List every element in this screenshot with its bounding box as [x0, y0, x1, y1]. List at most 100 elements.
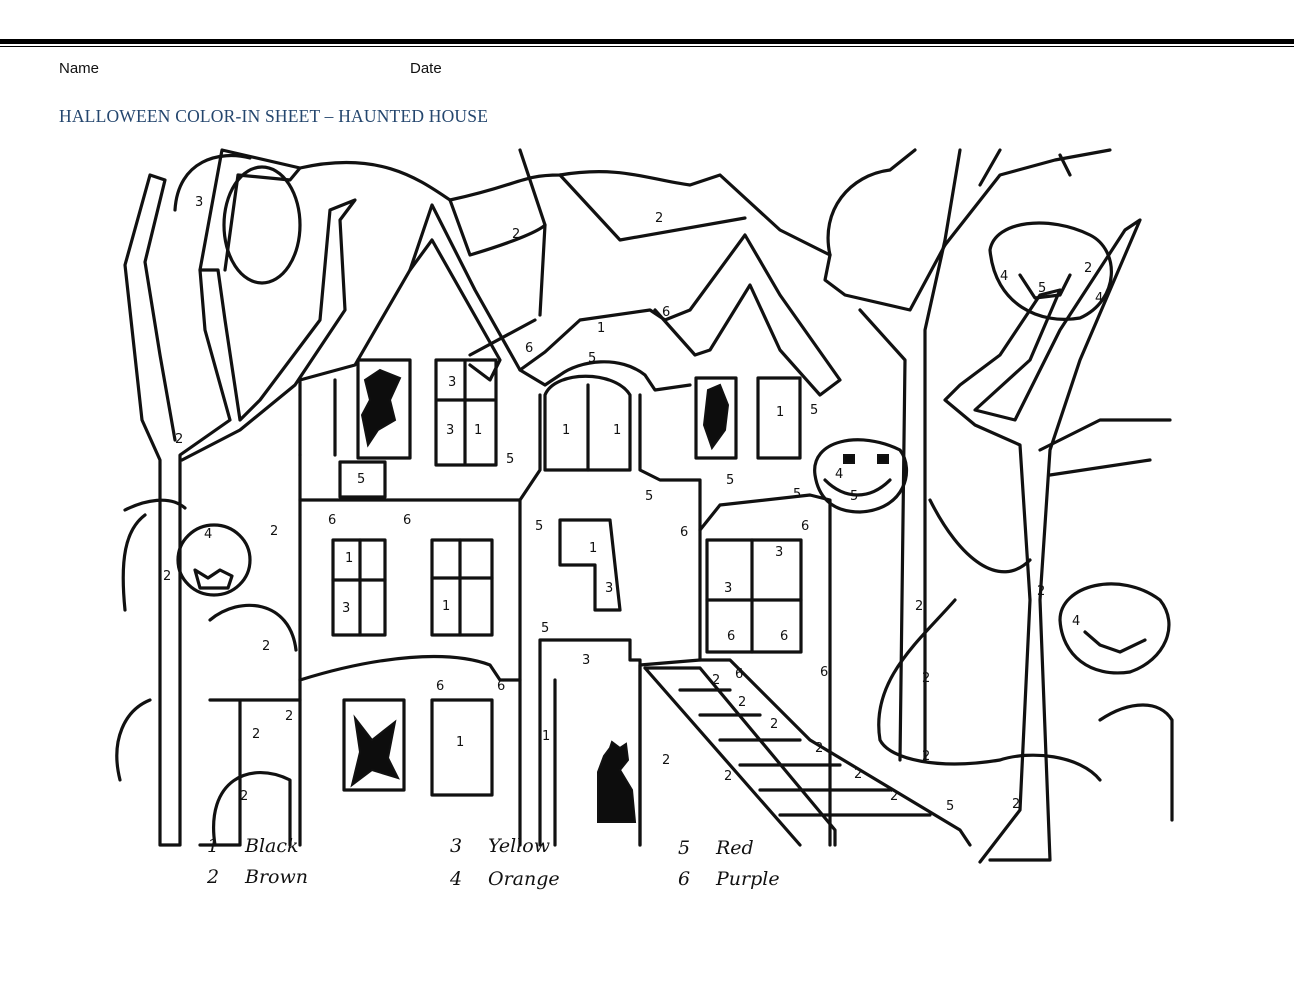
num-stair-3: 2: [770, 717, 778, 732]
key-color: Black: [245, 835, 299, 857]
key-color: Red: [716, 837, 754, 859]
num-arch-right: 1: [613, 423, 621, 438]
key-color: Yellow: [488, 835, 550, 857]
num-right-win-d: 3: [724, 581, 732, 596]
num-sky-1: 2: [512, 227, 520, 242]
key-number: 4: [450, 868, 463, 890]
num-stair-2: 2: [738, 695, 746, 710]
num-stair-6: 2: [854, 767, 862, 782]
key-number: 5: [678, 837, 691, 859]
sheet-title: HALLOWEEN COLOR-IN SHEET – HAUNTED HOUSE: [59, 106, 489, 126]
num-trunk-strip: 2: [285, 709, 293, 724]
key-color: Orange: [488, 868, 560, 890]
num-right-wall-a: 6: [680, 525, 688, 540]
key-number: 1: [207, 835, 220, 857]
num-door: 3: [582, 653, 590, 668]
num-stair-side: 6: [820, 665, 828, 680]
key-item-4: 4 Orange: [450, 868, 560, 890]
key-number: 2: [207, 866, 220, 888]
header-rule-thick: [0, 39, 1294, 44]
num-sky-3: 2: [1084, 261, 1092, 276]
num-tree-right-a: 2: [915, 599, 923, 614]
num-pumpkin-right: 4: [1072, 614, 1080, 629]
region-numbers: 3 2 2 2 2 2 4 4 5 4 5 4 4 6 6 1 5 3 3 1 …: [163, 195, 1103, 814]
num-right-win-e: 6: [727, 629, 735, 644]
num-wall-2: 5: [645, 489, 653, 504]
num-roof-right: 6: [662, 305, 670, 320]
num-door-side: 1: [542, 729, 550, 744]
num-right-wall-b: 6: [801, 519, 809, 534]
pumpkins: [176, 221, 1171, 675]
num-wall-6: 5: [946, 799, 954, 814]
key-item-5: 5 Red: [678, 837, 754, 859]
sky-lines: [298, 148, 1112, 357]
num-win-mid-c: 1: [442, 599, 450, 614]
num-right-win-c: 3: [775, 545, 783, 560]
num-pumpkin-top-right: 4: [1000, 269, 1008, 284]
num-right-win-f: 6: [780, 629, 788, 644]
num-tree-right-c: 2: [922, 749, 930, 764]
bushes-and-ground: [115, 498, 1174, 847]
num-window-b: 3: [446, 423, 454, 438]
door-and-stairs: [538, 638, 972, 847]
num-bush-a: 2: [270, 524, 278, 539]
num-arch-band: 5: [588, 351, 596, 366]
num-tree-right-b: 2: [922, 671, 930, 686]
windows: [331, 358, 803, 797]
key-number: 3: [450, 835, 463, 857]
num-ground-b: 2: [662, 753, 670, 768]
num-win-mid-b: 3: [342, 601, 350, 616]
num-tree-right-d: 2: [1037, 584, 1045, 599]
num-pumpkin-mid: 4: [835, 467, 843, 482]
right-trees: [858, 148, 1172, 864]
num-mid-left-wall-a: 6: [328, 513, 336, 528]
num-pumpkin-mid-mouth: 5: [850, 489, 858, 504]
num-bush-b: 2: [262, 639, 270, 654]
num-window-c: 1: [474, 423, 482, 438]
key-item-1: 1 Black: [207, 835, 299, 857]
num-lower-left-b: 6: [497, 679, 505, 694]
num-arch-left: 1: [562, 423, 570, 438]
num-wall-1: 5: [506, 452, 514, 467]
header-rule-thin: [0, 46, 1294, 47]
num-win-mid-a: 1: [345, 551, 353, 566]
num-center-small: 3: [605, 581, 613, 596]
num-mid-left-wall-b: 6: [403, 513, 411, 528]
moon: [173, 154, 302, 285]
num-lower-win: 1: [456, 735, 464, 750]
num-pumpkin-left: 4: [204, 527, 212, 542]
num-roof-center: 1: [597, 321, 605, 336]
num-wall-3: 5: [726, 473, 734, 488]
num-door-top: 5: [541, 621, 549, 636]
key-number: 6: [678, 868, 691, 890]
date-label: Date: [410, 60, 442, 77]
num-stair-4: 2: [724, 769, 732, 784]
num-stair-1: 2: [712, 673, 720, 688]
num-window-a: 3: [448, 375, 456, 390]
num-pumpkin-top-right-side: 4: [1095, 291, 1103, 306]
num-lower-left-a: 6: [436, 679, 444, 694]
num-right-win-b: 5: [810, 403, 818, 418]
num-stair-5: 2: [815, 741, 823, 756]
key-color: Purple: [716, 868, 780, 890]
num-pumpkin-top-right-mouth: 5: [1038, 281, 1046, 296]
num-wall-5: 5: [535, 519, 543, 534]
house-outline: [298, 203, 842, 847]
num-stair-7: 2: [890, 789, 898, 804]
num-moon: 3: [195, 195, 203, 210]
num-wall-4: 5: [793, 487, 801, 502]
key-item-6: 6 Purple: [678, 868, 780, 890]
num-stair-wall: 6: [735, 667, 743, 682]
num-tree-left: 2: [175, 432, 183, 447]
num-ground-a: 2: [240, 789, 248, 804]
name-label: Name: [59, 60, 100, 77]
left-tree: [123, 148, 357, 847]
num-sky-2: 2: [655, 211, 663, 226]
num-center-panel: 1: [589, 541, 597, 556]
key-item-2: 2 Brown: [207, 866, 308, 888]
num-tree-left-low: 2: [163, 569, 171, 584]
num-right-win-a: 1: [776, 405, 784, 420]
key-item-3: 3 Yellow: [450, 835, 550, 857]
key-color: Brown: [245, 866, 308, 888]
